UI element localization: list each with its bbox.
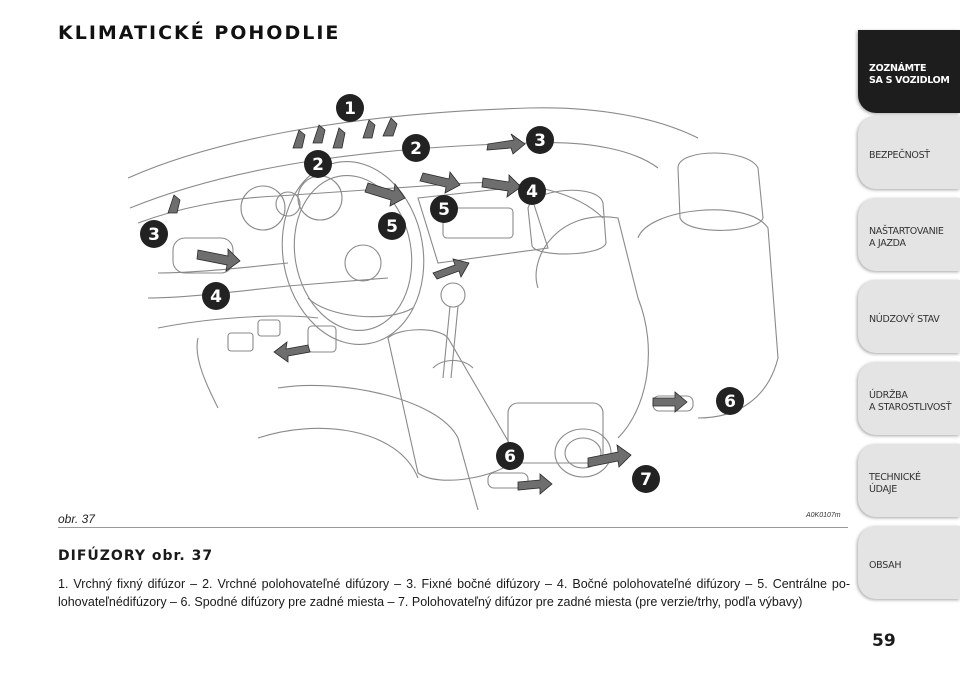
tab-nudzovy-stav[interactable]: NÚDZOVÝ STAV bbox=[858, 280, 960, 353]
tab-obsah[interactable]: OBSAH bbox=[858, 526, 960, 599]
dashboard-line-drawing: 1 2 2 3 3 4 4 5 5 6 6 7 bbox=[127, 94, 779, 510]
callout-5-right: 5 bbox=[430, 195, 458, 223]
chapter-tabs: ZOZNÁMTE SA S VOZIDLOM BEZPEČNOSŤ NAŠTAR… bbox=[858, 30, 960, 608]
svg-text:7: 7 bbox=[640, 470, 652, 490]
callout-4-right: 4 bbox=[518, 177, 546, 205]
callout-markers: 1 2 2 3 3 4 4 5 5 6 6 7 bbox=[140, 94, 744, 493]
tab-bezpecnost[interactable]: BEZPEČNOSŤ bbox=[858, 116, 960, 189]
svg-text:5: 5 bbox=[386, 217, 398, 237]
callout-5-left: 5 bbox=[378, 212, 406, 240]
tab-zoznamte-sa-s-vozidlom[interactable]: ZOZNÁMTE SA S VOZIDLOM bbox=[858, 30, 960, 113]
tab-label: BEZPEČNOSŤ bbox=[869, 149, 930, 161]
tab-label: ZOZNÁMTE SA S VOZIDLOM bbox=[869, 62, 950, 86]
tab-udrzba-a-starostlivost[interactable]: ÚDRŽBA A STAROSTLIVOSŤ bbox=[858, 362, 960, 435]
callout-2-right: 2 bbox=[402, 134, 430, 162]
svg-text:6: 6 bbox=[724, 392, 736, 412]
page-number: 59 bbox=[872, 631, 896, 651]
svg-text:3: 3 bbox=[534, 131, 546, 151]
callout-6-right: 6 bbox=[716, 387, 744, 415]
tab-label: TECHNICKÉ ÚDAJE bbox=[869, 471, 921, 495]
callout-1: 1 bbox=[336, 94, 364, 122]
airflow-arrows bbox=[167, 117, 688, 495]
tab-label: ÚDRŽBA A STAROSTLIVOSŤ bbox=[869, 389, 952, 413]
svg-text:4: 4 bbox=[210, 287, 222, 307]
figure-code: A0K0107m bbox=[806, 512, 841, 519]
callout-6-left: 6 bbox=[496, 442, 524, 470]
callout-2-left: 2 bbox=[304, 150, 332, 178]
callout-7: 7 bbox=[632, 465, 660, 493]
svg-text:1: 1 bbox=[344, 99, 356, 119]
svg-text:2: 2 bbox=[410, 139, 422, 159]
svg-text:3: 3 bbox=[148, 225, 160, 245]
section-heading: DIFÚZORY obr. 37 bbox=[58, 548, 214, 564]
svg-text:6: 6 bbox=[504, 447, 516, 467]
callout-3-right: 3 bbox=[526, 126, 554, 154]
tab-label: OBSAH bbox=[869, 559, 902, 571]
tab-label: NÚDZOVÝ STAV bbox=[869, 313, 940, 325]
tab-technicke-udaje[interactable]: TECHNICKÉ ÚDAJE bbox=[858, 444, 960, 517]
svg-text:2: 2 bbox=[312, 155, 324, 175]
svg-text:5: 5 bbox=[438, 200, 450, 220]
svg-text:4: 4 bbox=[526, 182, 538, 202]
figure-caption: obr. 37 bbox=[58, 512, 95, 526]
divider bbox=[58, 527, 848, 528]
vent-description: 1. Vrchný fixný difúzor – 2. Vrchné polo… bbox=[58, 577, 850, 609]
page-title: KLIMATICKÉ POHODLIE bbox=[58, 22, 341, 44]
callout-3-left: 3 bbox=[140, 220, 168, 248]
interior-vents-illustration: 1 2 2 3 3 4 4 5 5 6 6 7 bbox=[58, 58, 848, 510]
callout-4-left: 4 bbox=[202, 282, 230, 310]
tab-nastartovanie-a-jazda[interactable]: NAŠTARTOVANIE A JAZDA bbox=[858, 198, 960, 271]
tab-label: NAŠTARTOVANIE A JAZDA bbox=[869, 225, 944, 249]
